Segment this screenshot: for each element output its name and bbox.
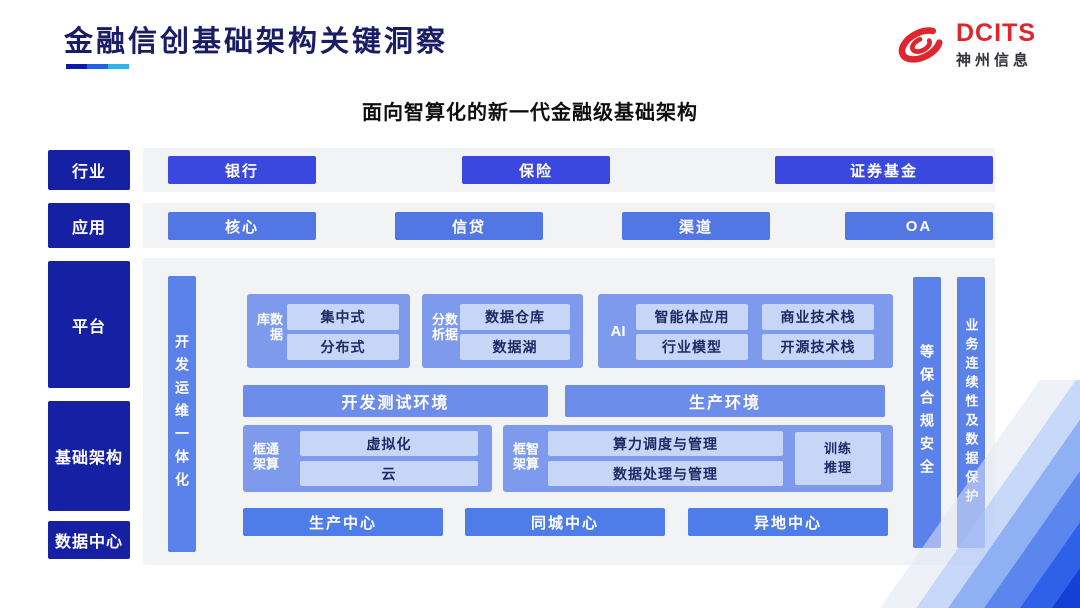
application-item-channel: 渠道	[622, 212, 770, 240]
row-label-industry: 行业	[48, 150, 130, 190]
database-item-distributed: 分布式	[287, 334, 399, 360]
logo-text: DCITS 神州信息	[956, 18, 1036, 70]
ai-item-agent-apps: 智能体应用	[636, 304, 748, 330]
row-label-infrastructure: 基础架构	[48, 401, 130, 511]
industry-item-bank: 银行	[168, 156, 316, 184]
logo-brand: DCITS	[956, 18, 1036, 47]
database-item-centralized: 集中式	[287, 304, 399, 330]
logo-company: 神州信息	[956, 51, 1033, 69]
row-label-platform: 平台	[48, 261, 130, 388]
section-database-label: 数据库	[255, 312, 283, 343]
environment-production: 生产环境	[565, 385, 885, 417]
infer-label: 推理	[823, 459, 852, 475]
section-general-framework: 通算框架 虚拟化 云	[243, 425, 492, 492]
general-framework-label: 通算框架	[251, 441, 279, 472]
application-item-credit: 信贷	[395, 212, 543, 240]
row-label-datacenter: 数据中心	[48, 521, 130, 559]
business-continuity-bar: 业务连续性及数据保护	[957, 277, 985, 548]
analytics-item-lake: 数据湖	[460, 334, 570, 360]
datacenter-same-city: 同城中心	[465, 508, 665, 536]
general-item-virtualization: 虚拟化	[300, 431, 478, 456]
ai-item-open-source-stack: 开源技术栈	[762, 334, 874, 360]
datacenter-remote: 异地中心	[688, 508, 888, 536]
datacenter-production: 生产中心	[243, 508, 443, 536]
intelligent-framework-label: 智算框架	[511, 441, 539, 472]
page-title: 金融信创基础架构关键洞察	[64, 26, 449, 58]
environment-dev-test: 开发测试环境	[243, 385, 548, 417]
industry-item-securities: 证券基金	[775, 156, 993, 184]
devops-bar: 开发运维一体化	[168, 276, 196, 552]
section-analytics: 数据分析 数据仓库 数据湖	[422, 294, 583, 368]
ai-item-industry-model: 行业模型	[636, 334, 748, 360]
section-database: 数据库 集中式 分布式	[247, 294, 410, 368]
devops-bar-label: 开发运维一体化	[174, 333, 190, 495]
logo: DCITS 神州信息	[893, 20, 1036, 70]
analytics-item-warehouse: 数据仓库	[460, 304, 570, 330]
security-compliance-label: 等保合规安全	[919, 343, 935, 482]
section-intelligent-framework: 智算框架 算力调度与管理 数据处理与管理 训练 推理	[503, 425, 893, 492]
diagram-title: 面向智算化的新一代金融级基础架构	[362, 102, 698, 124]
section-ai-label: AI	[610, 322, 626, 340]
underline-segment	[87, 64, 108, 69]
intelligent-item-train-infer: 训练 推理	[795, 432, 881, 485]
application-item-oa: OA	[845, 212, 993, 240]
title-underline	[66, 64, 129, 69]
ai-item-commercial-stack: 商业技术栈	[762, 304, 874, 330]
intelligent-item-data-processing: 数据处理与管理	[548, 461, 783, 486]
underline-segment	[66, 64, 87, 69]
industry-item-insurance: 保险	[462, 156, 610, 184]
application-item-core: 核心	[168, 212, 316, 240]
section-ai: AI 智能体应用 商业技术栈 行业模型 开源技术栈	[598, 294, 893, 368]
general-item-cloud: 云	[300, 461, 478, 486]
train-label: 训练	[823, 440, 852, 456]
underline-segment	[108, 64, 129, 69]
row-label-application: 应用	[48, 203, 130, 248]
intelligent-item-compute-scheduling: 算力调度与管理	[548, 431, 783, 456]
section-analytics-label: 数据分析	[430, 312, 458, 343]
dcits-swirl-icon	[898, 27, 944, 63]
security-compliance-bar: 等保合规安全	[913, 277, 941, 548]
business-continuity-label: 业务连续性及数据保护	[963, 317, 979, 508]
